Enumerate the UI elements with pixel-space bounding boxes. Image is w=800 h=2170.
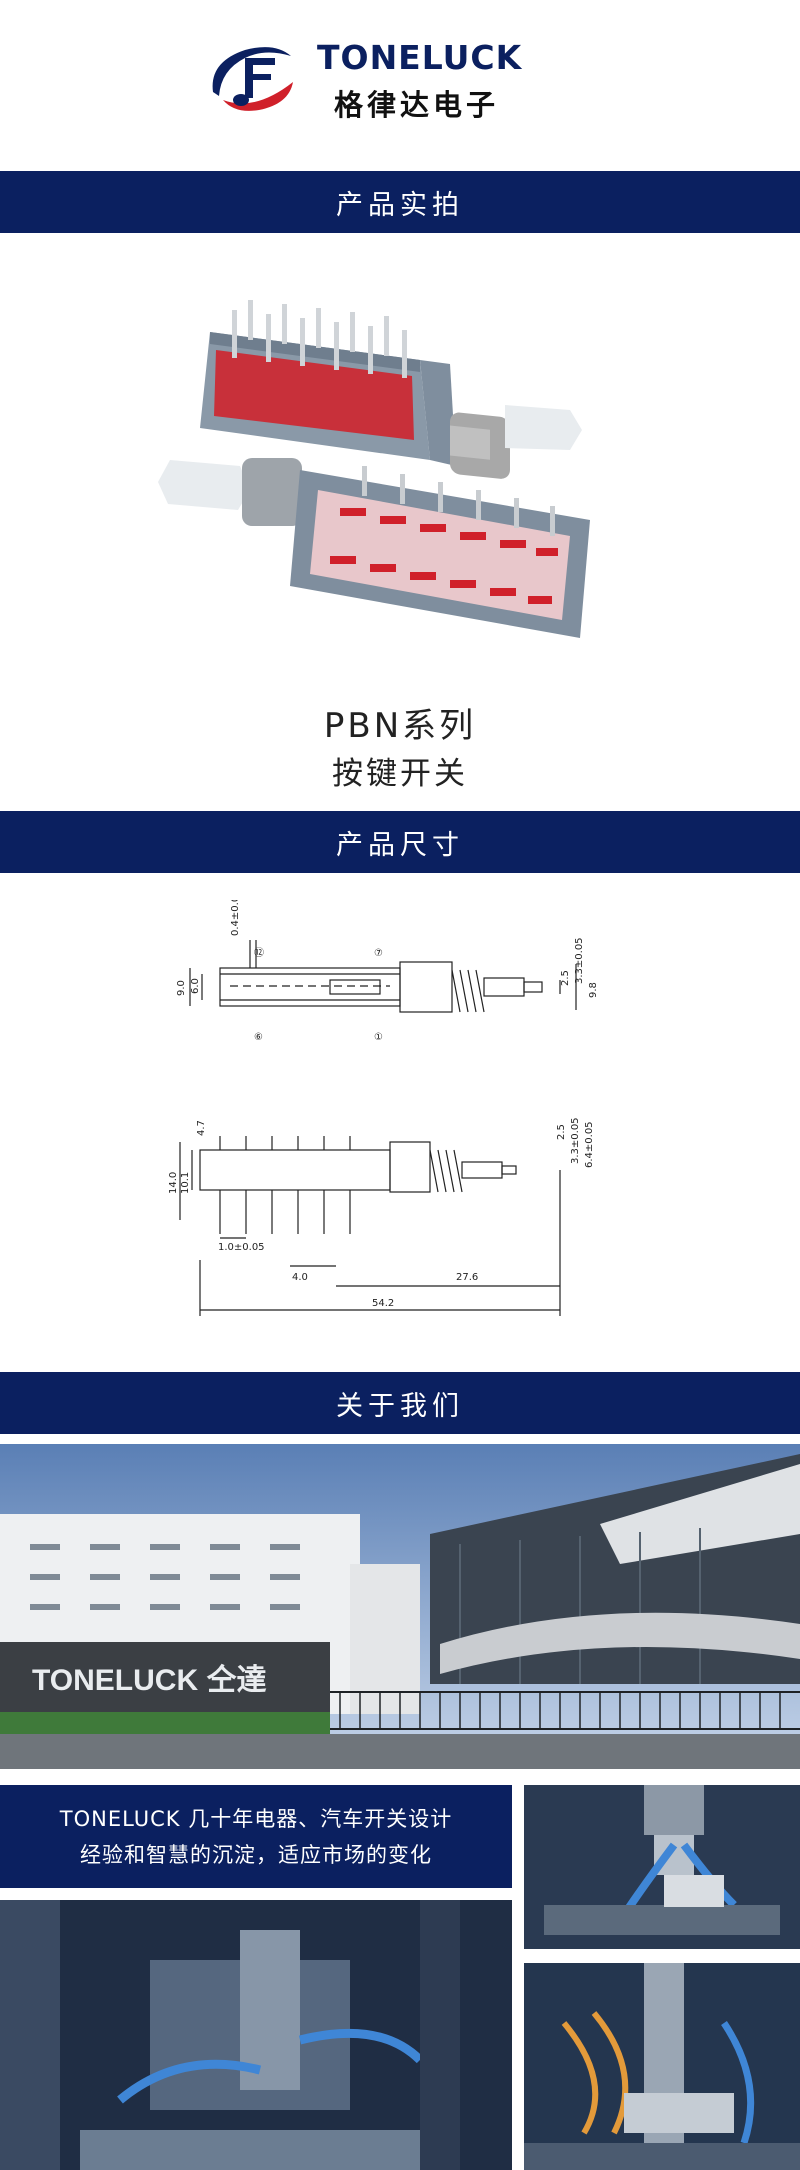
section-title-about: 关于我们 (336, 1390, 464, 1422)
dimension-drawing-side: 4.7 14.0 10.1 2.5 3.3±0.05 6.4±0.05 1.0±… (168, 1117, 595, 1316)
product-type: 按键开关 (332, 756, 468, 792)
dim-label: 2.5 (560, 970, 571, 986)
brand-name-cn: 格律达电子 (334, 88, 500, 122)
dim-label: 2.5 (556, 1124, 567, 1140)
section-title-photo: 产品实拍 (336, 189, 464, 221)
building-sign: TONELUCK 仝達 (32, 1663, 266, 1697)
dim-label: 3.3±0.05 (570, 1117, 581, 1164)
pin-marker: ⑦ (374, 948, 383, 959)
switch-lower (158, 458, 590, 638)
switch-upper (200, 300, 582, 479)
dim-label: 4.0 (292, 1272, 308, 1283)
pin-marker: ① (374, 1032, 383, 1043)
product-photo (158, 300, 590, 638)
dim-label: 0.4±0.05 (230, 900, 241, 936)
dim-label: 27.6 (456, 1272, 478, 1283)
dim-label: 10.1 (180, 1172, 191, 1194)
dim-label: 3.3±0.05 (574, 937, 585, 984)
machine-photo-3 (524, 1963, 800, 2170)
dim-label: 54.2 (372, 1298, 394, 1309)
dim-label: 6.4±0.05 (584, 1121, 595, 1168)
section-banner-about: 关于我们 (0, 1372, 800, 1434)
brand-name-en: TONELUCK (317, 38, 523, 77)
toneluck-logo-icon (212, 47, 293, 111)
dimension-drawing-top: 0.4±0.05 9.0 6.0 2.5 3.3±0.05 9.8 ⑫ ⑦ ⑥ … (176, 900, 599, 1043)
section-banner-photo: 产品实拍 (0, 171, 800, 233)
about-line-1: TONELUCK 几十年电器、汽车开关设计 (59, 1806, 453, 1831)
dim-label: 9.0 (176, 980, 187, 996)
factory-building-photo: TONELUCK 仝達 (0, 1444, 800, 1769)
pin-marker: ⑫ (254, 947, 264, 959)
section-banner-size: 产品尺寸 (0, 811, 800, 873)
machine-photo-1 (524, 1785, 800, 1949)
about-text-block: TONELUCK 几十年电器、汽车开关设计 经验和智慧的沉淀，适应市场的变化 (0, 1785, 512, 1888)
about-line-2: 经验和智慧的沉淀，适应市场的变化 (80, 1842, 432, 1867)
pin-marker: ⑥ (254, 1032, 263, 1043)
dim-label: 1.0±0.05 (218, 1242, 265, 1253)
dim-label: 9.8 (588, 982, 599, 998)
dim-label: 6.0 (190, 978, 201, 994)
product-series: PBN系列 (323, 706, 477, 746)
dim-label: 4.7 (196, 1120, 207, 1136)
machine-photo-2 (0, 1900, 512, 2170)
section-title-size: 产品尺寸 (336, 829, 464, 861)
dim-label: 14.0 (168, 1172, 179, 1194)
